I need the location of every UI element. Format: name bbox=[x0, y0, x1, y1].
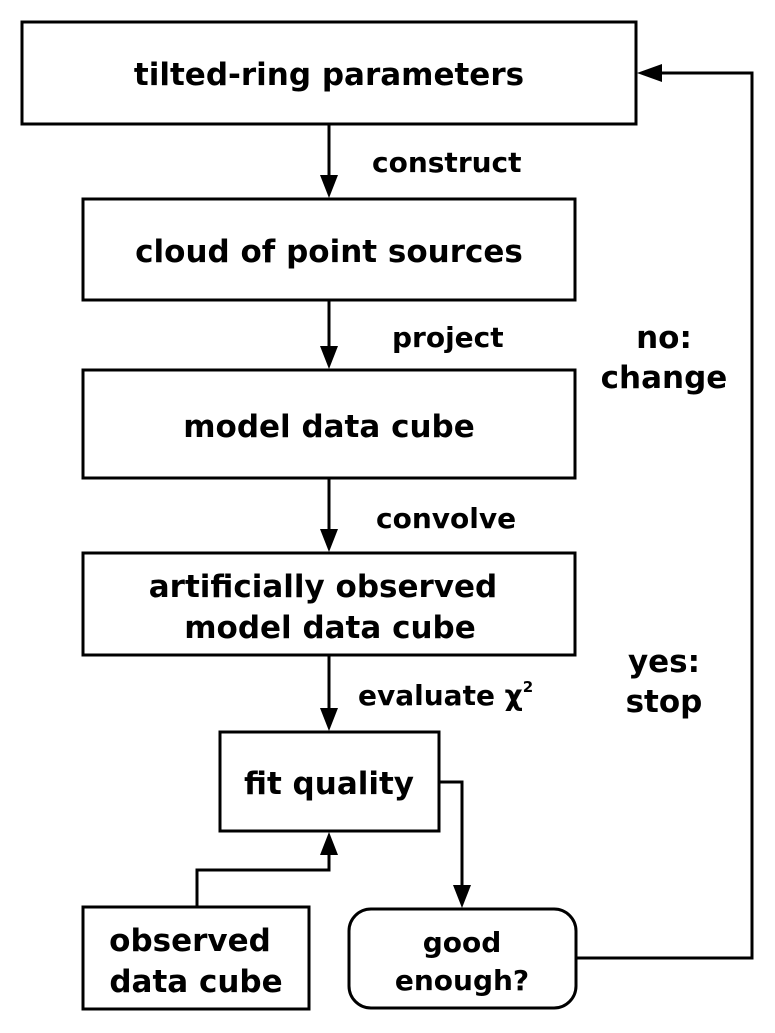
edge-label: project bbox=[392, 321, 504, 354]
node-label-line2: data cube bbox=[109, 964, 282, 1000]
arrowhead bbox=[320, 708, 338, 731]
edge-label: construct bbox=[372, 146, 522, 179]
node-label: fit quality bbox=[244, 766, 414, 802]
node-label: model data cube bbox=[183, 409, 475, 445]
edge-label-superscript: 2 bbox=[523, 678, 533, 696]
edge-project: project bbox=[320, 300, 504, 369]
arrowhead bbox=[320, 346, 338, 369]
annotation-line2: change bbox=[601, 360, 728, 396]
node-cloud-of-point-sources: cloud of point sources bbox=[81, 197, 577, 302]
arrowhead bbox=[453, 885, 471, 908]
edge-label: convolve bbox=[376, 502, 516, 535]
annotation-yes-stop: yes: stop bbox=[626, 644, 703, 720]
node-box bbox=[81, 368, 577, 480]
edge-feedback-loop bbox=[576, 64, 754, 960]
node-fit-quality: fit quality bbox=[218, 730, 441, 833]
annotation-line1: no: bbox=[636, 320, 692, 356]
node-model-data-cube: model data cube bbox=[81, 368, 577, 480]
annotation-line1: yes: bbox=[628, 644, 700, 680]
annotation-line2: stop bbox=[626, 684, 703, 720]
node-box bbox=[81, 905, 311, 1011]
arrowhead bbox=[320, 832, 338, 855]
edge-label-main: evaluate χ bbox=[358, 679, 523, 712]
edge-line bbox=[576, 71, 754, 960]
annotation-no-change: no: change bbox=[601, 320, 728, 396]
node-box bbox=[81, 551, 577, 657]
arrowhead bbox=[637, 64, 662, 82]
node-label-line2: model data cube bbox=[184, 610, 476, 646]
edge-line bbox=[195, 853, 331, 907]
edge-construct: construct bbox=[320, 124, 522, 198]
edge-convolve: convolve bbox=[320, 478, 516, 552]
node-label: tilted-ring parameters bbox=[134, 57, 524, 93]
arrowhead bbox=[320, 529, 338, 552]
node-artificially-observed-model-data-cube: artificially observed model data cube bbox=[81, 551, 577, 657]
node-label-line1: artificially observed bbox=[149, 569, 497, 605]
edge-evaluate-chi-squared: evaluate χ2 bbox=[320, 655, 533, 731]
node-box bbox=[81, 197, 577, 302]
node-label: cloud of point sources bbox=[135, 234, 523, 270]
arrowhead bbox=[320, 175, 338, 198]
node-label-line1: observed bbox=[109, 923, 271, 959]
node-label-line1: good bbox=[423, 926, 502, 959]
node-good-enough: good enough? bbox=[347, 907, 578, 1010]
edge-label: evaluate χ2 bbox=[358, 678, 533, 712]
node-observed-data-cube: observed data cube bbox=[81, 905, 311, 1011]
edge-line bbox=[439, 780, 464, 887]
edge-observed-to-fit-quality bbox=[195, 832, 338, 907]
node-box bbox=[218, 730, 441, 833]
node-box bbox=[20, 20, 638, 126]
node-label-line2: enough? bbox=[395, 964, 529, 997]
edge-fit-quality-to-good-enough bbox=[439, 780, 471, 908]
node-tilted-ring-parameters: tilted-ring parameters bbox=[20, 20, 638, 126]
